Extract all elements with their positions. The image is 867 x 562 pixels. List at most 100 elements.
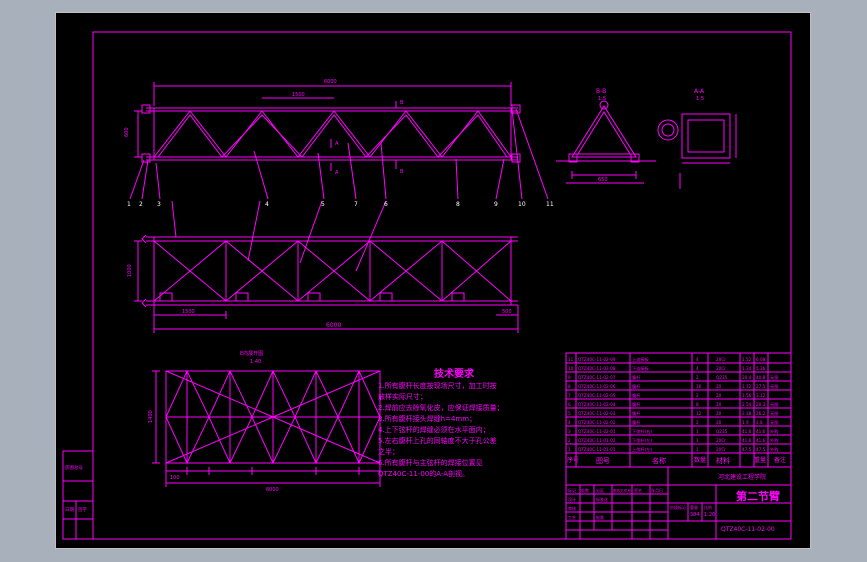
balloon-3: 3 [157,201,161,208]
left-revision-column [62,450,94,540]
bom-cell-name: 腹杆 [632,410,641,417]
dim-top-panel: 1500 [292,92,305,98]
bom-cell-w2: 27.5 [756,384,766,389]
bom-cell-name: 下弦杆(左) [632,437,652,444]
bom-cell-mat: 20Cr [716,357,726,362]
bom-cell-mat: Q235 [716,429,728,434]
bom-cell-mat: 20 [716,402,722,407]
tb-label-process: 工艺 [568,515,576,520]
bom-cell-w2: 20.3 [756,402,766,407]
dim-plan-left: 100 [170,475,180,481]
bom-cell-w1: 1.72 [742,384,752,389]
bom-cell-qty: 12 [696,411,702,416]
bom-cell-w2: 3.8 [756,420,763,425]
bom-cell-code: QTZ40C-11-02-07 [578,375,616,380]
bom-cell-no: 2 [568,438,571,443]
balloon-4: 4 [265,201,269,208]
bom-header-no: 序号 [567,456,579,464]
bom-cell-mat: 20 [716,393,722,398]
bom-header-code: 图号 [596,457,610,465]
bom-cell-code: QTZ40C-11-02-08 [578,366,616,371]
bom-cell-w2: 5.36 [756,366,766,371]
dim-front-panel: 1500 [182,309,195,315]
tech-line-9: QTZ40C-11-00的A-A剖视。 [378,469,469,478]
bom-cell-code: QTZ40C-11-02-06 [578,384,616,389]
bom-cell-no: 10 [568,366,574,371]
arrow-a-top: A [335,141,339,147]
tb-label-stage: 阶段标记 [670,504,686,510]
tech-line-7: 之半； [378,447,399,456]
bom-cell-code: QTZ40C-11-02-01 [578,429,616,434]
scale-value: 1:20 [704,512,715,518]
bom-grid [565,352,792,468]
bom-cell-note: 外购 [770,446,778,453]
bom-cell-mat: 20 [716,384,722,389]
tech-line-3: 2.焊前应去除氧化皮，应保证焊接质量； [378,403,504,412]
tb-label-count: 处数 [581,487,589,493]
bom-cell-note: 无图 [770,420,778,426]
top-truss-view [129,82,549,200]
tech-line-8: 6.所有腹杆与主弦杆的焊接位置见 [378,458,483,467]
drawing-title: 第二节臂 [736,489,780,503]
bom-cell-w1: 1.52 [742,357,752,362]
bom-cell-w2: 3.12 [756,393,766,398]
bom-cell-w1: 1.56 [742,393,752,398]
bom-cell-name: 上连接板 [632,356,650,363]
bom-cell-w1: 1.9 [742,420,749,425]
aa-title: A-A [694,88,705,95]
bom-cell-note: 外购 [770,428,778,435]
left-label-sign: 签字 [78,506,87,513]
bom-cell-no: 5 [568,411,571,416]
arrow-a-bottom: A [335,170,339,176]
tech-line-4: 3.所有腹杆接头焊缝h=4mm； [378,414,476,423]
bom-header-weight: 重量 [754,456,766,464]
balloon-1: 1 [127,201,131,208]
tb-label-sign: 签名 [634,487,642,493]
bom-header-note: 备注 [774,456,786,464]
bom-cell-qty: 8 [696,402,699,407]
bom-cell-qty: 2 [696,393,699,398]
bom-cell-w2: 40.8 [756,375,766,380]
tech-line-1: 1.所有腹杆长度按现场尺寸，加工时按 [378,381,497,390]
tb-label-change: 更改文件号 [613,488,631,493]
tb-label-scale: 比例 [704,504,712,510]
tb-label-date: 年月日 [651,487,663,493]
bom-cell-qty: 1 [696,429,699,434]
bom-cell-qty: 4 [696,366,699,371]
bom-cell-code: QTZ40C-11-02-02 [578,420,616,425]
bom-cell-name: 腹杆 [632,419,641,426]
tb-label-zone: 分区 [596,487,604,493]
bom-cell-note: 无图 [770,402,778,408]
aa-scale: 1:5 [696,96,704,102]
bom-cell-no: 11 [568,357,574,362]
balloon-6: 6 [384,201,388,208]
tb-label-mark: 标记 [568,487,576,493]
balloon-11: 11 [546,201,554,208]
dim-front-height: 1000 [127,264,133,277]
expanded-view-e [152,369,381,487]
balloon-5: 5 [321,201,325,208]
section-bb [556,100,656,184]
balloon-2: 2 [139,201,143,208]
bom-cell-w1: 1.34 [742,366,752,371]
bom-cell-code: QTZ40C-11-02-04 [578,402,616,407]
bom-cell-note: 外购 [770,437,778,444]
dim-top-overall: 6000 [324,79,337,85]
bom-cell-w1: 47.5 [742,447,752,452]
bom-cell-no: 7 [568,393,571,398]
tech-line-2: 放样实际尺寸； [378,392,427,401]
bom-cell-w2: 6.08 [756,357,766,362]
bom-cell-name: 下连接板 [632,365,650,372]
bom-cell-mat: 20Cr [716,447,726,452]
company-name: 河北建设工程学院 [718,473,766,481]
dim-plan-height: 1400 [148,410,154,423]
title-block-grid [565,466,792,540]
bom-cell-w1: 41.6 [742,429,752,434]
bom-cell-code: QTZ40C-11-02-03 [578,411,616,416]
bom-header-name: 名称 [652,456,666,465]
bom-cell-mat: 20 [716,420,722,425]
balloon-7: 7 [354,201,358,208]
bom-cell-no: 8 [568,384,571,389]
section-aa [657,113,737,189]
